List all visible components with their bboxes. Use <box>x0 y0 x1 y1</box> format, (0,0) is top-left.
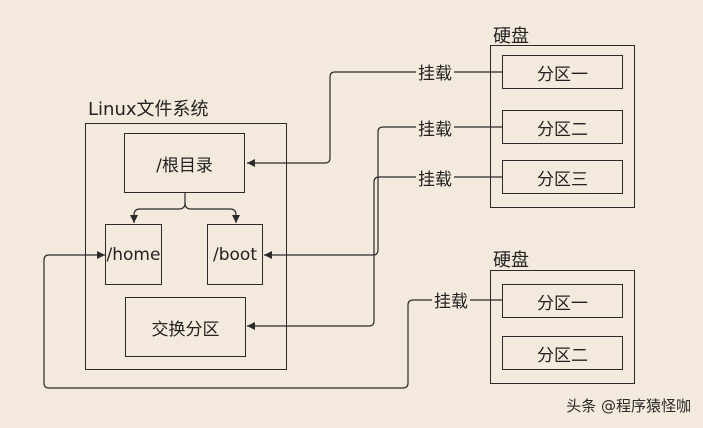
linux-fs-frame <box>85 123 287 370</box>
mount-line-partition2-boot <box>264 126 503 259</box>
disk1-title: 硬盘 <box>493 26 529 47</box>
root-to-boot-arrow <box>184 202 240 223</box>
mount-line-partition1-root <box>247 71 503 167</box>
disk2-partition-2: 分区二 <box>502 336 623 370</box>
disk1-partition-3: 分区三 <box>502 160 623 194</box>
root-dir-node: /根目录 <box>124 133 245 193</box>
home-dir-node: /home <box>105 224 162 285</box>
disk2-title: 硬盘 <box>493 250 529 271</box>
watermark-text: 头条 @程序猿怪咖 <box>566 397 691 415</box>
mount-label-1: 挂载 <box>416 64 454 84</box>
disk2-partition-1: 分区一 <box>502 284 623 318</box>
disk1-partition-1: 分区一 <box>502 55 623 89</box>
mount-label-4: 挂载 <box>432 292 470 312</box>
swap-partition-node: 交换分区 <box>125 297 246 357</box>
mount-label-2: 挂载 <box>416 120 454 140</box>
mount-label-3: 挂载 <box>416 170 454 190</box>
linux-fs-title: Linux文件系统 <box>88 99 209 120</box>
disk2-frame <box>490 270 635 384</box>
mount-line-partition3-swap <box>247 176 503 330</box>
mount-line-disk2-partition1-home <box>43 251 503 389</box>
disk1-partition-2: 分区二 <box>502 110 623 144</box>
boot-dir-node: /boot <box>207 224 263 285</box>
disk1-frame <box>490 45 635 208</box>
root-to-home-arrow <box>130 193 186 223</box>
